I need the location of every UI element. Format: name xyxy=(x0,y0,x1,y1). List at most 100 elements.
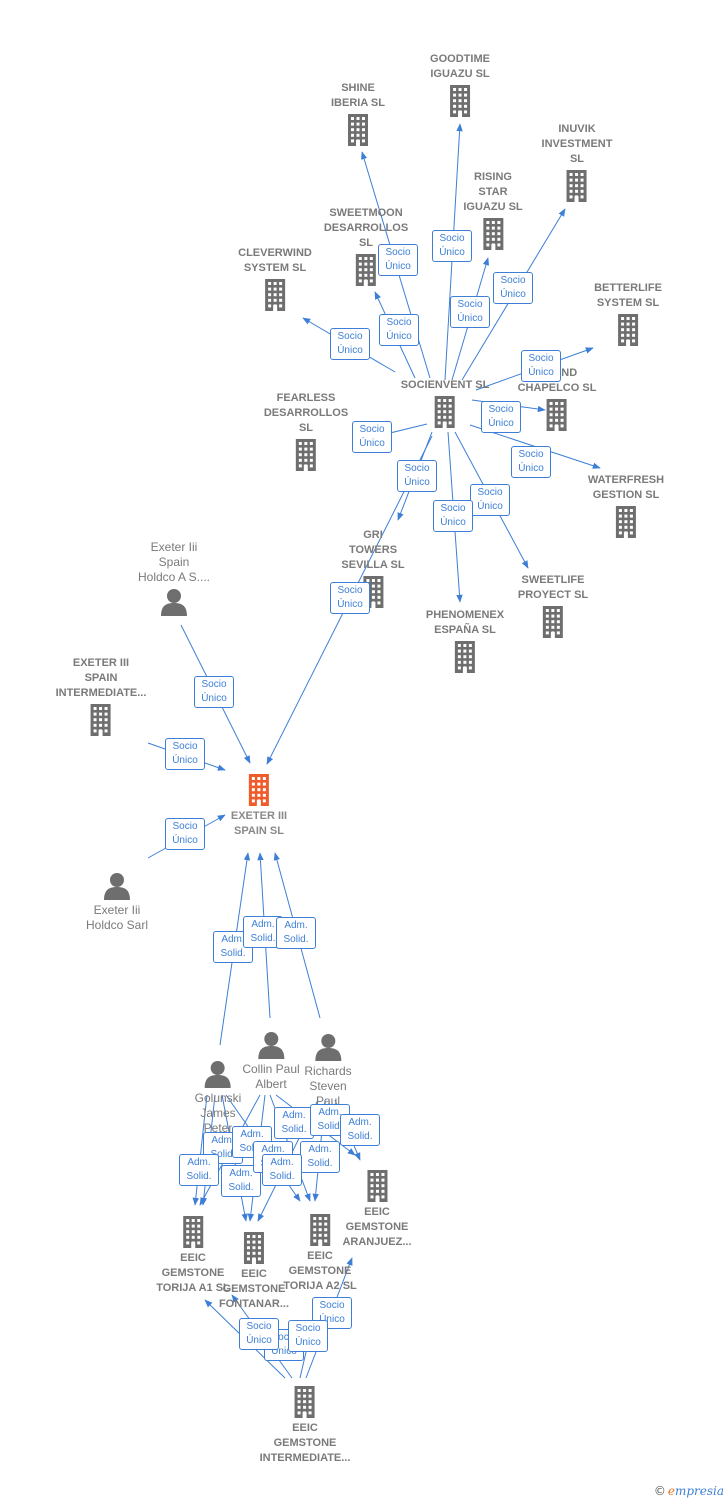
node-cleverwind[interactable]: CLEVERWIND SYSTEM SL xyxy=(238,246,312,311)
person-icon xyxy=(258,1032,284,1059)
building-icon xyxy=(265,279,285,311)
node-label: EXETER III SPAIN INTERMEDIATE... xyxy=(55,657,147,699)
edge-label-holdco_sarl-to-main: Socio Único xyxy=(165,818,205,850)
edge-label-cluster-10: Socio Único xyxy=(312,1297,352,1329)
building-icon xyxy=(296,439,316,471)
edge-label-socienvent-to-rising: Socio Único xyxy=(450,296,490,328)
edge-label-richards-to-main: Adm. Solid. xyxy=(276,917,316,949)
node-eeic_torija_a2[interactable]: EEIC GEMSTONE TORIJA A2 SL xyxy=(283,1214,357,1294)
person-icon xyxy=(205,1061,231,1088)
node-holdco_a[interactable]: Exeter Iii Spain Holdco A S.... xyxy=(138,540,210,616)
building-icon xyxy=(542,606,563,638)
node-label: SWEETLIFE PROYECT SL xyxy=(517,574,589,601)
node-label: SOCIENVENT SL xyxy=(400,379,490,391)
building-icon xyxy=(367,1170,387,1202)
node-label: EEIC GEMSTONE TORIJA A2 SL xyxy=(283,1250,357,1292)
building-icon xyxy=(547,399,567,431)
edge-label-cluster-6: Adm. Solid. xyxy=(221,1165,261,1197)
node-socienvent[interactable]: SOCIENVENT SL xyxy=(400,378,490,428)
node-golunski[interactable]: Golunski James Peter xyxy=(195,1060,241,1136)
edge-label-cluster-12: Socio Único xyxy=(239,1318,279,1350)
node-inuvik[interactable]: INUVIK INVESTMENT SL xyxy=(541,122,613,202)
building-icon xyxy=(567,170,587,202)
building-icon xyxy=(483,218,503,250)
node-fearless[interactable]: FEARLESS DESARROLLOS SL xyxy=(264,391,348,471)
person-icon xyxy=(314,1034,341,1061)
node-label: Collin Paul Albert xyxy=(242,1062,300,1091)
node-label: SWEETMOON DESARROLLOS SL xyxy=(323,207,409,249)
edge-label-socienvent-to-fearless: Socio Único xyxy=(352,421,392,453)
node-label: EEIC GEMSTONE ARANJUEZ... xyxy=(342,1206,412,1248)
edge-label-socienvent-to-phenomenex: Socio Único xyxy=(433,500,473,532)
node-label: Richards Steven Paul xyxy=(304,1064,352,1108)
node-shine[interactable]: SHINE IBERIA SL xyxy=(331,81,385,146)
edge-label-socienvent-to-waterfresh: Socio Único xyxy=(511,446,551,478)
node-label: SHINE IBERIA SL xyxy=(331,82,385,109)
building-icon xyxy=(455,641,475,673)
building-icon xyxy=(243,1232,264,1264)
node-eeic_torija_a1[interactable]: EEIC GEMSTONE TORIJA A1 SL xyxy=(156,1216,230,1296)
node-label: FEARLESS DESARROLLOS SL xyxy=(263,392,349,434)
building-icon xyxy=(356,254,376,286)
empresia-watermark: ©empresia xyxy=(654,1484,724,1498)
edge-label-socienvent-to-sweetmoon: Socio Único xyxy=(379,314,419,346)
edge-label-socienvent-to-chapelco: Socio Único xyxy=(481,401,521,433)
node-goodtime[interactable]: GOODTIME IGUAZU SL xyxy=(430,52,490,117)
node-waterfresh[interactable]: WATERFRESH GESTION SL xyxy=(588,473,664,538)
node-intermediate[interactable]: EXETER III SPAIN INTERMEDIATE... xyxy=(55,656,147,736)
node-eeic_fontanar[interactable]: EEIC GEMSTONE FONTANAR... xyxy=(219,1232,289,1312)
brand-name: mpresia xyxy=(674,1484,724,1498)
edge-label-holdco_a-to-main: Socio Único xyxy=(194,676,234,708)
building-icon xyxy=(183,1216,203,1248)
node-label: GOODTIME IGUAZU SL xyxy=(430,53,490,80)
edge-label-intermediate-to-main: Socio Único xyxy=(165,738,205,770)
node-label: CLEVERWIND SYSTEM SL xyxy=(238,247,312,274)
building-icon xyxy=(449,85,470,117)
node-label: Exeter Iii Holdco Sarl xyxy=(85,903,149,932)
edge-label-socienvent-to-main: Socio Único xyxy=(330,582,370,614)
person-icon xyxy=(104,873,130,900)
building-icon xyxy=(618,314,638,346)
edge-label-socienvent-to-cleverwind: Socio Único xyxy=(330,328,370,360)
node-label: Exeter Iii Spain Holdco A S.... xyxy=(137,540,211,584)
node-collin[interactable]: Collin Paul Albert xyxy=(242,1031,300,1092)
edge-label-cluster-13: Socio Único xyxy=(288,1320,328,1352)
edge-label-socienvent-to-gri: Socio Único xyxy=(397,460,437,492)
node-label: EEIC GEMSTONE INTERMEDIATE... xyxy=(259,1422,351,1464)
node-main[interactable]: EXETER III SPAIN SL xyxy=(231,774,287,839)
node-label: WATERFRESH GESTION SL xyxy=(587,474,665,501)
edge-label-socienvent-to-betterlife: Socio Único xyxy=(521,350,561,382)
node-label: INUVIK INVESTMENT SL xyxy=(541,123,613,165)
node-eeic_intermediate[interactable]: EEIC GEMSTONE INTERMEDIATE... xyxy=(259,1386,351,1466)
node-sweetlife[interactable]: SWEETLIFE PROYECT SL xyxy=(518,573,588,638)
node-label: BETTERLIFE SYSTEM SL xyxy=(594,282,662,309)
person-icon xyxy=(160,589,187,616)
node-label: EXETER III SPAIN SL xyxy=(230,810,288,837)
brand-initial: e xyxy=(667,1484,675,1498)
edge-label-cluster-4: Adm. Solid. xyxy=(340,1114,380,1146)
edge-label-cluster-5: Adm. Solid. xyxy=(179,1154,219,1186)
edge-cluster-0 xyxy=(192,1094,208,1206)
building-icon xyxy=(249,774,269,806)
building-icon xyxy=(616,506,636,538)
building-icon xyxy=(435,396,455,428)
node-richards[interactable]: Richards Steven Paul xyxy=(304,1033,352,1109)
edge-label-cluster-9: Adm. Solid. xyxy=(262,1154,302,1186)
edge-label-socienvent-to-inuvik: Socio Único xyxy=(493,272,533,304)
node-label: RISING STAR IGUAZU SL xyxy=(463,171,523,213)
edge-label-socienvent-to-sweetlife: Socio Único xyxy=(470,484,510,516)
building-icon xyxy=(348,114,368,146)
node-eeic_aranjuez[interactable]: EEIC GEMSTONE ARANJUEZ... xyxy=(342,1170,412,1250)
node-holdco_sarl[interactable]: Exeter Iii Holdco Sarl xyxy=(86,872,148,933)
edge-label-socienvent-to-goodtime: Socio Único xyxy=(432,230,472,262)
copyright-symbol: © xyxy=(653,1484,666,1498)
node-label: EEIC GEMSTONE FONTANAR... xyxy=(218,1268,290,1310)
edge-label-cluster-2: Adm. Solid. xyxy=(274,1107,314,1139)
node-phenomenex[interactable]: PHENOMENEX ESPAÑA SL xyxy=(426,608,504,673)
edge-label-socienvent-to-shine: Socio Único xyxy=(378,244,418,276)
node-label: EEIC GEMSTONE TORIJA A1 SL xyxy=(156,1252,230,1294)
node-betterlife[interactable]: BETTERLIFE SYSTEM SL xyxy=(594,281,662,346)
node-rising[interactable]: RISING STAR IGUAZU SL xyxy=(463,170,523,250)
node-sweetmoon[interactable]: SWEETMOON DESARROLLOS SL xyxy=(324,206,408,286)
